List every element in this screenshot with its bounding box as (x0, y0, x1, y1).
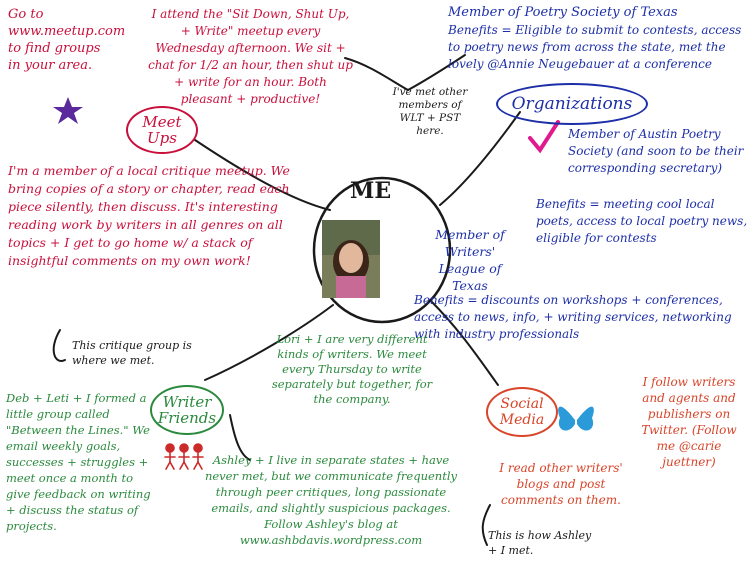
connector-social-media (429, 299, 499, 386)
connector-meetups (194, 139, 331, 211)
sit-down-meetup-note: I attend the "Sit Down, Shut Up, + Write… (148, 7, 353, 106)
deb-leti-note: Deb + Leti + I formed a little group cal… (6, 391, 151, 533)
connector-writer-friends (204, 304, 334, 381)
pst-benefits: Benefits = Eligible to submit to contest… (448, 23, 742, 71)
portrait-photo (322, 220, 380, 298)
pointer-meetup-line (344, 57, 409, 91)
met-members-note: I've met other members of WLT + PST here… (392, 86, 468, 137)
pst-membership: Member of Poetry Society of Texas (448, 5, 678, 20)
connector-organizations (439, 111, 521, 206)
pink-checkmark-icon (528, 120, 560, 154)
critique-met-note: This critique group is where we met. (72, 339, 192, 367)
node-social-media: Social Media (486, 387, 558, 437)
blue-butterfly-icon (558, 406, 594, 431)
pointer-ashley (229, 414, 251, 461)
stick-figures-icon (164, 443, 204, 470)
twitter-note: I follow writers and agents and publishe… (641, 375, 737, 469)
ashley-note: Ashley + I live in separate states + hav… (204, 453, 458, 547)
node-organizations: Organizations (496, 83, 648, 125)
blogs-note: I read other writers' blogs and post com… (499, 461, 623, 507)
wlt-benefits: Benefits = discounts on workshops + conf… (414, 293, 732, 341)
pointer-org-line (407, 54, 466, 91)
wlt-membership: Member of Writers' League of Texas (435, 227, 505, 293)
lori-note: Lori + I are very different kinds of wri… (271, 332, 433, 406)
aps-benefits: Benefits = meeting cool local poets, acc… (536, 197, 748, 245)
node-meet-ups: Meet Ups (126, 106, 198, 154)
pointer-critique (52, 329, 66, 362)
ashley-met-note: This is how Ashley + I met. (488, 529, 592, 557)
meetup-site-note: Go to www.meetup.com to find groups in y… (8, 7, 126, 73)
aps-membership: Member of Austin Poetry Society (and soo… (568, 127, 744, 175)
node-writer-friends: Writer Friends (150, 385, 224, 435)
center-label: ME (350, 178, 392, 204)
pointer-ashley-met (481, 504, 491, 546)
purple-star-icon (53, 97, 83, 124)
critique-meetup-note: I'm a member of a local critique meetup.… (8, 163, 290, 268)
me-circle (312, 176, 452, 324)
